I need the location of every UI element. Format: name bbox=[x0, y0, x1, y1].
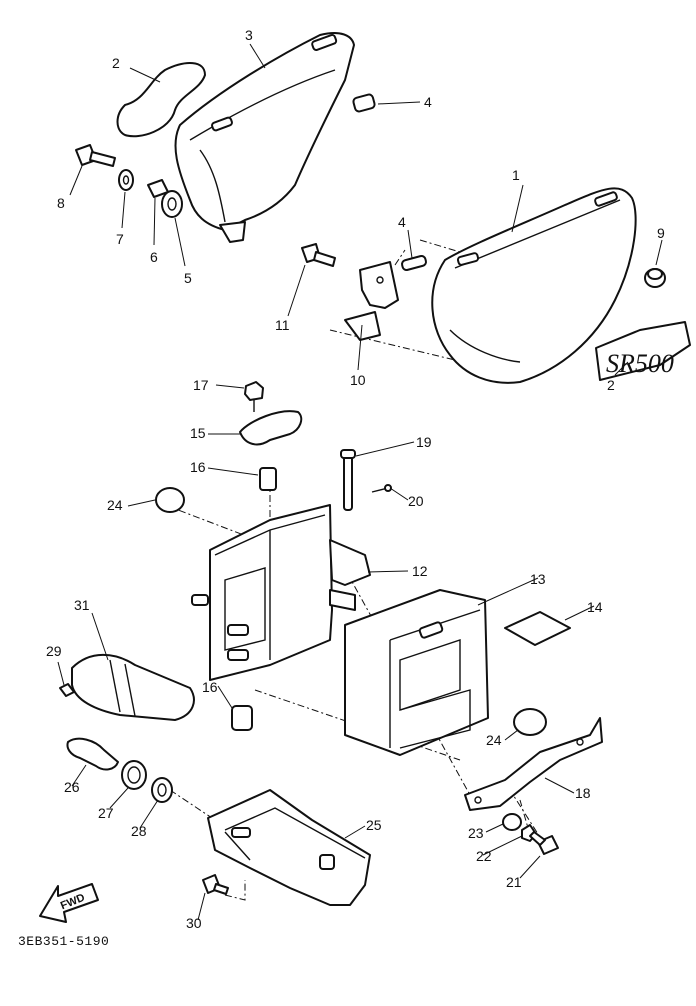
label-31: 31 bbox=[74, 597, 90, 613]
washer-23 bbox=[502, 813, 522, 831]
grommet-24-upper bbox=[155, 487, 185, 513]
label-13: 13 bbox=[530, 571, 546, 587]
damper-16-lower bbox=[231, 705, 253, 731]
label-16-lower: 16 bbox=[202, 679, 218, 695]
bolt-21 bbox=[529, 831, 559, 855]
label-24-lower: 24 bbox=[486, 732, 502, 748]
label-18: 18 bbox=[575, 785, 591, 801]
sr500-emblem: SR500 bbox=[595, 321, 691, 381]
collar-upper bbox=[352, 93, 376, 113]
label-21: 21 bbox=[506, 874, 522, 890]
part-15 bbox=[239, 410, 303, 446]
label-9: 9 bbox=[657, 225, 665, 241]
label-5: 5 bbox=[184, 270, 192, 286]
grommet-9 bbox=[644, 268, 666, 288]
battery-box bbox=[191, 504, 371, 681]
damper-16-upper bbox=[259, 467, 277, 491]
collar-lower bbox=[401, 254, 427, 272]
diagram-code: 3EB351-5190 bbox=[18, 934, 110, 949]
bolt-11 bbox=[301, 243, 336, 267]
callout-labels: 1 2 2 3 4 4 5 6 7 8 9 10 11 12 13 14 15 … bbox=[46, 27, 665, 931]
label-3: 3 bbox=[245, 27, 253, 43]
label-25: 25 bbox=[366, 817, 382, 833]
label-7: 7 bbox=[116, 231, 124, 247]
ring-27 bbox=[121, 760, 147, 790]
part-17 bbox=[244, 381, 264, 412]
pad-14 bbox=[504, 611, 571, 646]
label-2-emblem: 2 bbox=[607, 377, 615, 393]
pin-20 bbox=[371, 484, 392, 493]
pin-19 bbox=[340, 449, 356, 511]
grommet-24-lower bbox=[513, 708, 547, 736]
battery-13 bbox=[344, 589, 489, 756]
washer-28 bbox=[151, 777, 173, 803]
label-10: 10 bbox=[350, 372, 366, 388]
label-8: 8 bbox=[57, 195, 65, 211]
tool-bag-31 bbox=[71, 653, 195, 721]
washer-7 bbox=[118, 169, 134, 191]
label-17: 17 bbox=[193, 377, 209, 393]
screw-30 bbox=[202, 874, 229, 895]
label-28: 28 bbox=[131, 823, 147, 839]
label-11: 11 bbox=[275, 317, 290, 333]
label-26: 26 bbox=[64, 779, 80, 795]
fwd-arrow-icon: FWD bbox=[39, 883, 99, 923]
bracket-10 bbox=[344, 261, 399, 341]
bolt-8 bbox=[75, 144, 116, 167]
label-6: 6 bbox=[150, 249, 158, 265]
label-20: 20 bbox=[408, 493, 424, 509]
left-side-cover bbox=[174, 32, 355, 243]
label-15: 15 bbox=[190, 425, 206, 441]
label-24-upper: 24 bbox=[107, 497, 123, 513]
grommet-5 bbox=[161, 190, 183, 218]
side-cover-seal bbox=[116, 62, 206, 138]
stay-18 bbox=[464, 717, 603, 811]
screw-29 bbox=[59, 683, 75, 697]
leader-lines bbox=[57, 43, 663, 921]
label-29: 29 bbox=[46, 643, 62, 659]
label-4-upper: 4 bbox=[424, 94, 432, 110]
label-14: 14 bbox=[587, 599, 603, 615]
label-1: 1 bbox=[512, 167, 520, 183]
label-23: 23 bbox=[468, 825, 484, 841]
label-30: 30 bbox=[186, 915, 202, 931]
tray-25 bbox=[207, 789, 371, 906]
label-16-upper: 16 bbox=[190, 459, 206, 475]
label-2-top: 2 bbox=[112, 55, 120, 71]
label-12: 12 bbox=[412, 563, 428, 579]
label-4-lower: 4 bbox=[398, 214, 406, 230]
label-27: 27 bbox=[98, 805, 114, 821]
right-side-cover bbox=[431, 187, 637, 384]
label-22: 22 bbox=[476, 848, 492, 864]
label-19: 19 bbox=[416, 434, 432, 450]
part-26 bbox=[66, 737, 119, 771]
